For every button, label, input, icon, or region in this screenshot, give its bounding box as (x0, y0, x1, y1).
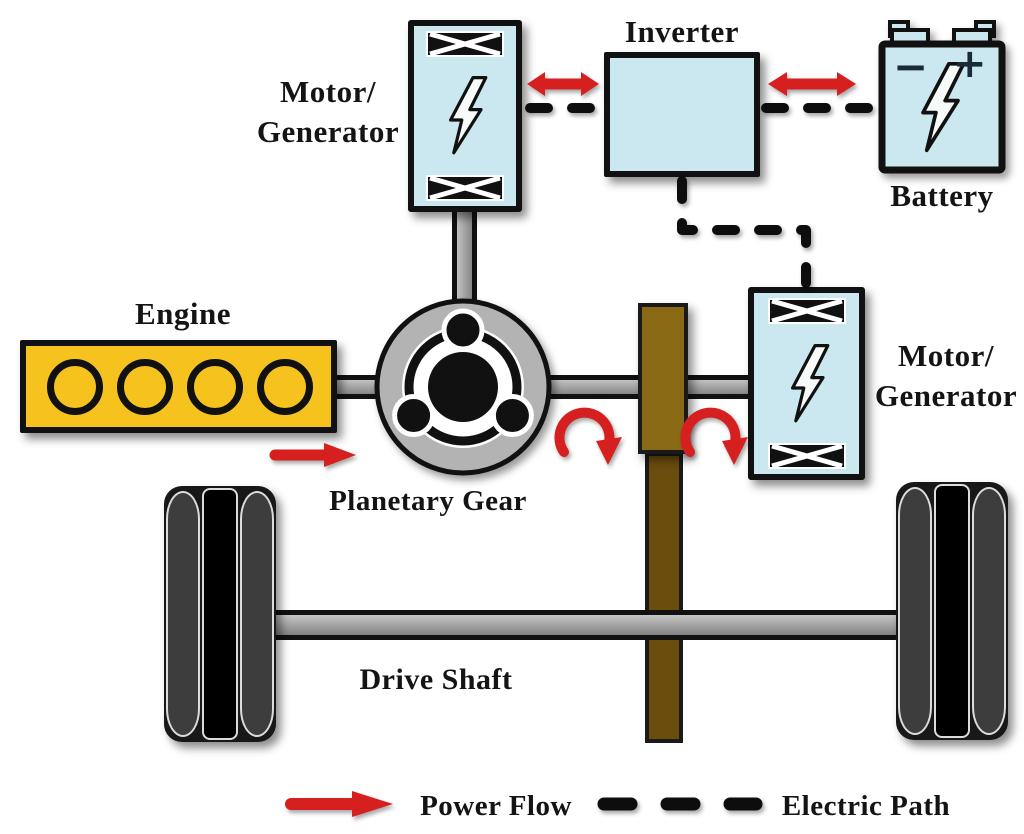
engine-cylinder (187, 359, 243, 415)
reduction-gear-upper (638, 303, 688, 454)
inverter-label: Inverter (624, 14, 740, 49)
right-wheel (896, 482, 1008, 740)
bidirectional-arrow-icon (527, 72, 599, 96)
inverter-box (604, 52, 760, 177)
bidirectional-arrow-icon (768, 72, 856, 96)
motor-generator-2 (748, 287, 865, 480)
legend-power-flow-label: Power Flow (420, 790, 572, 822)
battery-terminal (888, 20, 996, 48)
tire-sidewall (972, 487, 1006, 735)
rotation-arrow-icon (554, 407, 622, 465)
power-flow-arrow-icon (285, 791, 393, 817)
tire-tread (934, 484, 970, 738)
motor-generator-1-label: Motor/ Generator (252, 72, 404, 153)
battery-minus-sign: − (893, 42, 929, 91)
planet-gear (490, 394, 534, 437)
battery (878, 20, 1006, 174)
legend-electric-path-label: Electric Path (781, 790, 951, 822)
engine-block (20, 340, 337, 433)
engine-cylinder (257, 359, 313, 415)
stator-winding-icon (767, 443, 846, 469)
battery-label: Battery (890, 178, 994, 213)
engine-cylinder (117, 359, 173, 415)
engine-label: Engine (134, 296, 232, 331)
stator-winding-icon (426, 175, 504, 201)
motor-generator-1 (408, 20, 522, 212)
rotation-arrow-icon (680, 407, 748, 465)
motor-generator-label-line2: Generator (256, 114, 400, 150)
reduction-gear-lower (645, 452, 683, 743)
sun-gear (428, 352, 498, 422)
motor-generator-label-line2: Generator (874, 378, 1018, 414)
drive-shaft (265, 610, 902, 640)
tire-tread (202, 488, 238, 740)
motor-generator-label-line1: Motor/ (898, 338, 994, 373)
lightning-bolt-icon (449, 76, 488, 155)
planet-gear (392, 394, 436, 437)
planetary-gear-label: Planetary Gear (329, 485, 527, 517)
lightning-bolt-icon (790, 343, 829, 422)
engine-cylinder (47, 359, 103, 415)
left-wheel (164, 486, 276, 742)
motor-generator-2-label: Motor/ Generator (870, 336, 1022, 417)
lightning-bolt-icon (921, 62, 966, 153)
stator-winding-icon (426, 31, 504, 57)
stator-winding-icon (767, 298, 846, 324)
planetary-gear (374, 298, 552, 476)
power-flow-arrow-icon (269, 443, 356, 467)
motor-generator-label-line1: Motor/ (280, 74, 376, 109)
tire-sidewall (166, 491, 200, 737)
tire-sidewall (898, 487, 932, 735)
battery-plus-sign: + (953, 41, 987, 87)
drive-shaft-label: Drive Shaft (359, 663, 513, 696)
planet-gear (441, 308, 485, 352)
tire-sidewall (240, 491, 274, 737)
